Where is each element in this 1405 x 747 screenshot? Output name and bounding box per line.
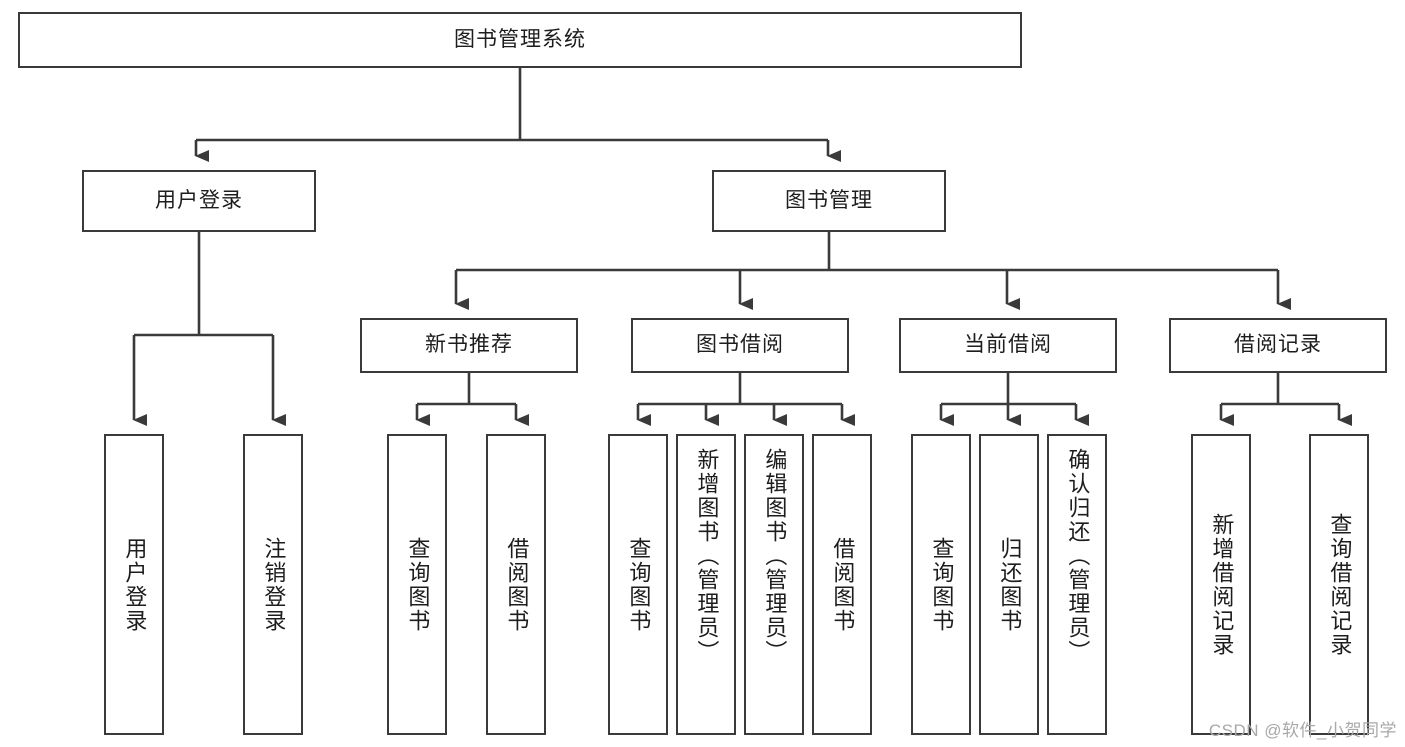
node-root-book-management-system[interactable]: 图书管理系统 bbox=[18, 12, 1022, 68]
node-book-management[interactable]: 图书管理 bbox=[712, 170, 946, 232]
node-book-borrow-label: 图书借阅 bbox=[696, 333, 784, 357]
node-borrow-records-label: 借阅记录 bbox=[1234, 333, 1322, 357]
node-user-login[interactable]: 用户登录 bbox=[82, 170, 316, 232]
leaf-new-book-query-book-label: 查询图书 bbox=[405, 536, 431, 633]
leaf-borrow-records-add-record-label: 新增借阅记录 bbox=[1209, 512, 1235, 657]
leaf-book-borrow-query-book[interactable]: 查询图书 bbox=[608, 434, 668, 735]
leaf-borrow-records-add-record[interactable]: 新增借阅记录 bbox=[1191, 434, 1251, 735]
node-new-book-recommend-label: 新书推荐 bbox=[425, 333, 513, 357]
leaf-current-borrow-query-book[interactable]: 查询图书 bbox=[911, 434, 971, 735]
leaf-user-login-login-label: 用户登录 bbox=[122, 536, 148, 633]
node-new-book-recommend[interactable]: 新书推荐 bbox=[360, 318, 578, 373]
leaf-borrow-records-query-record-label: 查询借阅记录 bbox=[1327, 512, 1353, 657]
leaf-new-book-borrow-book[interactable]: 借阅图书 bbox=[486, 434, 546, 735]
leaf-user-login-logout-label: 注销登录 bbox=[261, 536, 287, 633]
leaf-current-borrow-confirm-return-admin-label: 确认归还（管理员） bbox=[1065, 448, 1091, 664]
leaf-book-borrow-add-book-admin-label: 新增图书（管理员） bbox=[694, 448, 720, 664]
leaf-book-borrow-query-book-label: 查询图书 bbox=[626, 536, 652, 633]
leaf-book-borrow-borrow-book-label: 借阅图书 bbox=[830, 536, 856, 633]
leaf-new-book-borrow-book-label: 借阅图书 bbox=[504, 536, 530, 633]
node-current-borrow[interactable]: 当前借阅 bbox=[899, 318, 1117, 373]
leaf-book-borrow-edit-book-admin[interactable]: 编辑图书（管理员） bbox=[744, 434, 804, 735]
leaf-current-borrow-return-book-label: 归还图书 bbox=[997, 536, 1023, 633]
leaf-current-borrow-return-book[interactable]: 归还图书 bbox=[979, 434, 1039, 735]
node-root-label: 图书管理系统 bbox=[454, 27, 586, 51]
leaf-new-book-query-book[interactable]: 查询图书 bbox=[387, 434, 447, 735]
node-current-borrow-label: 当前借阅 bbox=[964, 333, 1052, 357]
leaf-current-borrow-confirm-return-admin[interactable]: 确认归还（管理员） bbox=[1047, 434, 1107, 735]
node-borrow-records[interactable]: 借阅记录 bbox=[1169, 318, 1387, 373]
leaf-user-login-login[interactable]: 用户登录 bbox=[104, 434, 164, 735]
leaf-borrow-records-query-record[interactable]: 查询借阅记录 bbox=[1309, 434, 1369, 735]
leaf-user-login-logout[interactable]: 注销登录 bbox=[243, 434, 303, 735]
csdn-watermark: CSDN @软件_小贺同学 bbox=[1208, 721, 1397, 740]
leaf-book-borrow-add-book-admin[interactable]: 新增图书（管理员） bbox=[676, 434, 736, 735]
node-book-management-label: 图书管理 bbox=[785, 188, 873, 212]
node-user-login-label: 用户登录 bbox=[155, 188, 243, 212]
leaf-current-borrow-query-book-label: 查询图书 bbox=[929, 536, 955, 633]
leaf-book-borrow-edit-book-admin-label: 编辑图书（管理员） bbox=[762, 448, 788, 664]
node-book-borrow[interactable]: 图书借阅 bbox=[631, 318, 849, 373]
leaf-book-borrow-borrow-book[interactable]: 借阅图书 bbox=[812, 434, 872, 735]
